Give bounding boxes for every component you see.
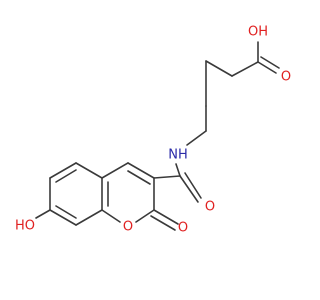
lactone-o-label: O	[178, 221, 188, 236]
bond-c5-nh	[186, 130, 207, 146]
bond-camide-c3ring	[153, 175, 181, 179]
amide-nh-label: NH	[168, 148, 188, 163]
bond-c2-ringo	[135, 209, 155, 223]
carboxyl-oh-label: OH	[248, 25, 268, 40]
bond-camide-o-b	[184, 172, 202, 199]
phenol-ho-label: HO	[15, 219, 35, 234]
amide-o-label: O	[205, 200, 215, 215]
bond-c4a-c5	[75, 162, 103, 179]
bond-camide-o-a	[179, 175, 199, 203]
bond-c1-c2	[231, 61, 259, 77]
bond-c8-c8a	[75, 209, 103, 226]
bond-c2-c3	[205, 60, 233, 77]
structure-diagram: OH O NH O O O HO	[15, 25, 291, 236]
bond-c7-c8	[49, 209, 77, 226]
bond-c5-c6-inner	[55, 169, 77, 183]
bond-c3-c4ring-a	[127, 162, 155, 179]
bond-ringo-c8a	[101, 209, 121, 223]
bond-c7-ho	[35, 209, 51, 219]
carboxyl-o-label: O	[281, 70, 291, 85]
structure-canvas: OH O NH O O O HO	[15, 25, 291, 236]
bond-nh-camide	[175, 163, 181, 177]
bond-c7-c8-inner	[55, 205, 77, 219]
bond-c3-c4ring-b	[127, 170, 151, 185]
ring-o-label: O	[123, 220, 133, 235]
bond-c2-lactone-o-a	[153, 209, 179, 225]
bond-c4-c4a	[101, 162, 129, 179]
bond-c5-c6	[49, 162, 77, 179]
bond-c2-lactone-o-b	[150, 215, 176, 231]
bond-c1-o-double-a	[257, 61, 277, 74]
bond-c1-o-double-b	[260, 56, 280, 69]
